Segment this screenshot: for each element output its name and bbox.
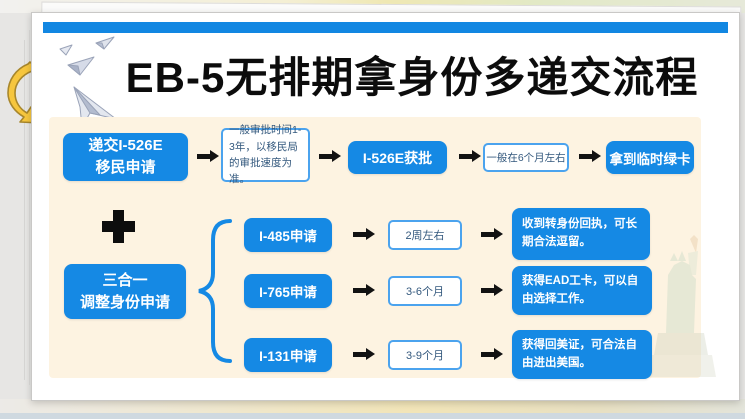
page-edge-line xyxy=(29,30,30,385)
background-gradient-bottom xyxy=(0,399,745,413)
slide-card: EB-5无排期拿身份多递交流程 递交I-526E 移民申请 一般审批时间1-3年… xyxy=(31,12,740,401)
top-accent-bar xyxy=(43,22,728,33)
result-i131: 获得回美证，可合法自由进出美国。 xyxy=(512,330,652,379)
arrow-right-icon xyxy=(353,348,375,360)
arrow-right-icon xyxy=(353,284,375,296)
step-i131: I-131申请 xyxy=(244,338,332,372)
step-three-in-one: 三合一 调整身份申请 xyxy=(64,264,186,319)
note-six-months: 一般在6个月左右 xyxy=(483,143,569,172)
arrow-right-icon xyxy=(459,150,481,162)
page-title: EB-5无排期拿身份多递交流程 xyxy=(125,53,699,101)
arrow-right-icon xyxy=(319,150,341,162)
background-strip-bottom xyxy=(0,413,745,419)
curly-brace xyxy=(198,219,232,363)
note-approval-time: 一般审批时间1-3年，以移民局的审批速度为准。 xyxy=(221,124,310,185)
arrow-right-icon xyxy=(481,228,503,240)
duration-i765: 3-6个月 xyxy=(388,276,462,306)
step-i485: I-485申请 xyxy=(244,218,332,252)
result-i485: 收到转身份回执，可长期合法逗留。 xyxy=(512,208,650,260)
arrow-right-icon xyxy=(353,228,375,240)
duration-i485: 2周左右 xyxy=(388,220,462,250)
step-i765: I-765申请 xyxy=(244,274,332,308)
step-i526e-approved: I-526E获批 xyxy=(348,141,447,174)
arrow-right-icon xyxy=(197,150,219,162)
plus-icon xyxy=(102,210,135,243)
arrow-right-icon xyxy=(579,150,601,162)
duration-i131: 3-9个月 xyxy=(388,340,462,370)
step-temp-green-card: 拿到临时绿卡 xyxy=(606,141,694,174)
arrow-right-icon xyxy=(481,284,503,296)
result-i765: 获得EAD工卡，可以自由选择工作。 xyxy=(512,266,652,315)
step-submit-i526e: 递交I-526E 移民申请 xyxy=(63,133,188,181)
arrow-right-icon xyxy=(481,348,503,360)
page-edge-line xyxy=(24,40,25,380)
statue-of-liberty-watermark xyxy=(646,235,716,377)
